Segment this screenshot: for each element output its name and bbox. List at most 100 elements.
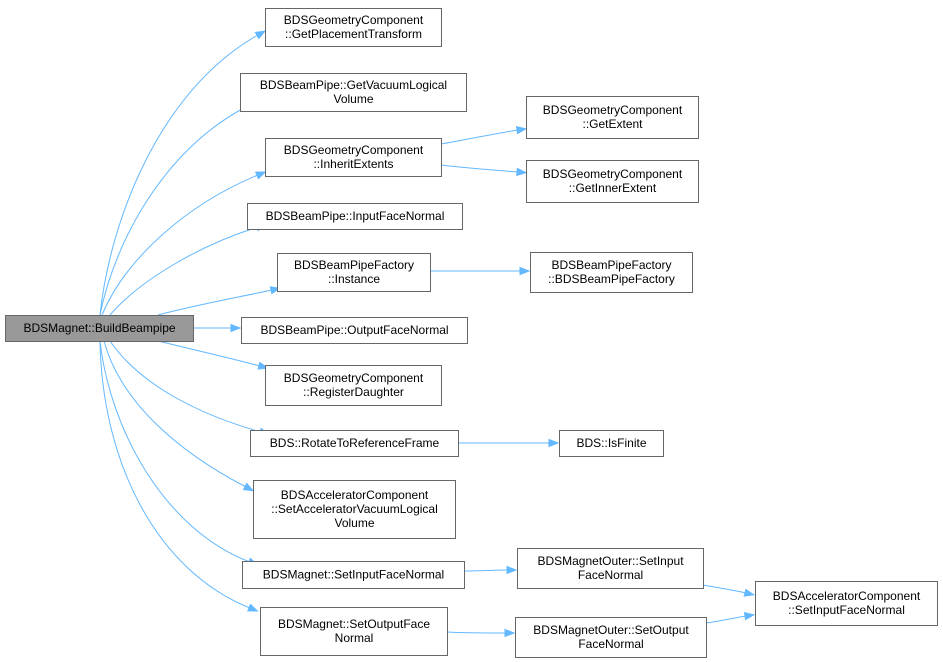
node-root[interactable]: BDSMagnet::BuildBeampipe <box>5 315 194 342</box>
edge-outerSetInputFaceNormal-to-accSetInputFaceNormal <box>702 584 756 597</box>
node-getInnerExtent[interactable]: BDSGeometryComponent::GetInnerExtent <box>526 160 699 203</box>
node-instance[interactable]: BDSBeamPipeFactory::Instance <box>277 253 431 292</box>
node-label-line: BDS::IsFinite <box>576 436 646 450</box>
node-label-line: ::SetInputFaceNormal <box>788 603 905 617</box>
node-box <box>559 430 664 457</box>
edge-line <box>109 226 259 316</box>
node-outputFaceNormal[interactable]: BDSBeamPipe::OutputFaceNormal <box>241 317 468 344</box>
arrowhead <box>515 126 528 135</box>
node-label-line: BDSMagnet::SetInputFaceNormal <box>263 568 444 582</box>
node-box <box>250 430 459 457</box>
arrowhead <box>242 482 255 492</box>
node-label-line: ::GetInnerExtent <box>569 181 657 195</box>
arrowhead <box>743 612 756 621</box>
node-label-line: BDS::RotateToReferenceFrame <box>270 436 440 450</box>
edge-line <box>463 569 509 572</box>
edge-root-to-magnetSetOutputFaceNormal <box>99 340 259 612</box>
edge-root-to-getPlacementTransform <box>99 30 267 316</box>
node-inheritExtents[interactable]: BDSGeometryComponent::InheritExtents <box>265 138 442 177</box>
edge-line <box>103 340 247 488</box>
node-isFinite[interactable]: BDS::IsFinite <box>559 430 664 457</box>
node-box <box>260 607 448 656</box>
call-nodes: BDSMagnet::BuildBeampipeBDSGeometryCompo… <box>5 8 938 658</box>
edge-root-to-inheritExtents <box>101 171 267 316</box>
edge-line <box>446 631 507 634</box>
node-label-line: Volume <box>334 516 374 530</box>
node-magnetSetInputFaceNormal[interactable]: BDSMagnet::SetInputFaceNormal <box>242 561 465 589</box>
node-label-line: BDSMagnetOuter::SetOutput <box>533 623 689 637</box>
node-box <box>526 160 699 203</box>
edge-root-to-rotateToReferenceFrame <box>109 340 271 436</box>
node-box <box>530 252 693 293</box>
node-getPlacementTransform[interactable]: BDSGeometryComponent::GetPlacementTransf… <box>265 8 442 47</box>
arrowhead <box>247 603 259 612</box>
node-label-line: ::GetPlacementTransform <box>285 27 422 41</box>
node-inputFaceNormal[interactable]: BDSBeamPipe::InputFaceNormal <box>247 203 463 230</box>
node-label-line: ::SetAcceleratorVacuumLogical <box>271 502 438 516</box>
edge-line <box>440 164 519 173</box>
node-label-line: ::GetExtent <box>582 117 643 131</box>
edge-magnetSetInputFaceNormal-to-outerSetInputFaceNormal <box>463 565 518 575</box>
node-label-line: BDSAcceleratorComponent <box>773 589 921 603</box>
edge-line <box>109 340 262 433</box>
node-label-line: BDSBeamPipeFactory <box>294 258 414 272</box>
edge-line <box>99 340 251 609</box>
arrowhead <box>506 565 518 575</box>
node-box <box>517 548 704 589</box>
node-label-line: ::BDSBeamPipeFactory <box>548 272 675 286</box>
edge-inheritExtents-to-getInnerExtent <box>440 164 528 177</box>
edge-root-to-getVacuumLogicalVolume <box>99 103 253 316</box>
edge-root-to-setAcceleratorVacuumLogicalVolume <box>103 340 255 492</box>
edge-root-to-inputFaceNormal <box>109 223 267 316</box>
node-box <box>265 138 442 177</box>
node-label-line: BDSGeometryComponent <box>284 143 424 157</box>
arrowhead <box>548 438 560 448</box>
node-box <box>515 617 707 658</box>
edge-root-to-instance <box>157 286 282 316</box>
edge-magnetSetOutputFaceNormal-to-outerSetOutputFaceNormal <box>446 628 516 638</box>
node-getExtent[interactable]: BDSGeometryComponent::GetExtent <box>526 96 699 139</box>
edge-root-to-outputFaceNormal <box>193 323 242 333</box>
edge-line <box>157 289 273 316</box>
edge-line <box>440 129 519 145</box>
node-beamPipeFactoryCtor[interactable]: BDSBeamPipeFactory::BDSBeamPipeFactory <box>530 252 693 293</box>
node-rotateToReferenceFrame[interactable]: BDS::RotateToReferenceFrame <box>250 430 459 457</box>
node-setAcceleratorVacuumLogicalVolume[interactable]: BDSAcceleratorComponent::SetAcceleratorV… <box>253 480 456 539</box>
node-label-line: BDSMagnet::SetOutputFace <box>278 617 430 631</box>
node-label-line: BDSGeometryComponent <box>543 167 683 181</box>
edge-instance-to-beamPipeFactoryCtor <box>430 266 531 276</box>
arrowhead <box>516 167 528 177</box>
edge-line <box>157 340 261 367</box>
node-accSetInputFaceNormal[interactable]: BDSAcceleratorComponent::SetInputFaceNor… <box>755 581 938 626</box>
edge-line <box>99 34 259 316</box>
arrowhead <box>230 323 242 333</box>
node-box <box>277 253 431 292</box>
node-registerDaughter[interactable]: BDSGeometryComponent::RegisterDaughter <box>265 365 442 406</box>
node-label-line: BDSGeometryComponent <box>284 13 424 27</box>
edge-line <box>99 107 245 316</box>
arrowhead <box>254 171 267 180</box>
node-label-line: ::InheritExtents <box>313 157 393 171</box>
node-label-line: BDSAcceleratorComponent <box>281 488 429 502</box>
edge-line <box>101 174 259 316</box>
node-label-line: ::RegisterDaughter <box>303 385 404 399</box>
node-box <box>247 203 463 230</box>
edge-outerSetOutputFaceNormal-to-accSetInputFaceNormal <box>705 612 756 624</box>
node-label-line: BDSMagnet::BuildBeampipe <box>23 321 175 335</box>
arrowhead <box>743 588 756 597</box>
node-label-line: Normal <box>335 631 374 645</box>
node-box <box>240 73 467 112</box>
node-outerSetInputFaceNormal[interactable]: BDSMagnetOuter::SetInputFaceNormal <box>517 548 704 589</box>
arrowhead <box>254 30 267 40</box>
node-box <box>5 315 194 342</box>
node-box <box>241 317 468 344</box>
node-box <box>755 581 938 626</box>
edge-rotateToReferenceFrame-to-isFinite <box>458 438 560 448</box>
node-label-line: BDSBeamPipe::InputFaceNormal <box>266 209 445 223</box>
edge-line <box>99 340 251 563</box>
edge-root-to-registerDaughter <box>157 340 270 370</box>
node-box <box>265 8 442 47</box>
